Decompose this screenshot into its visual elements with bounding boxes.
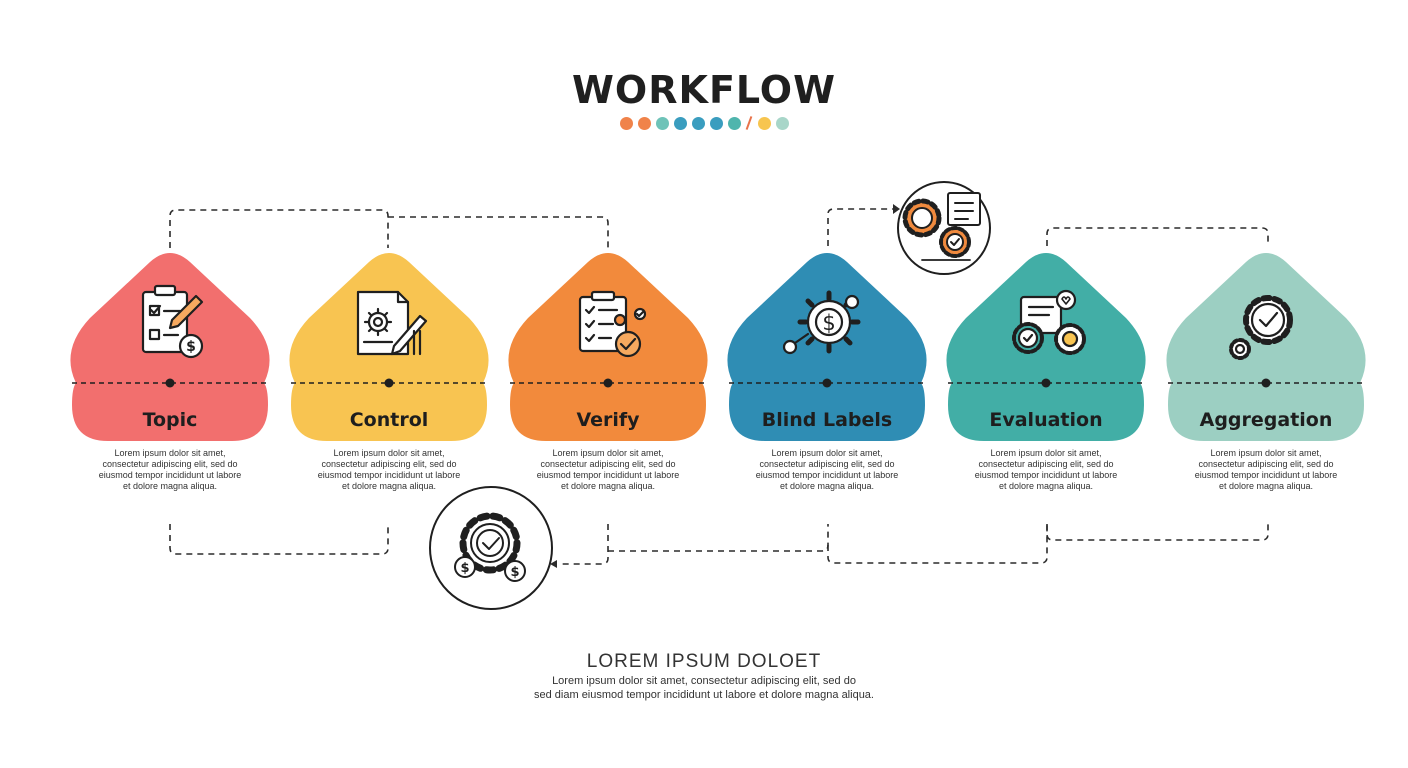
step-label: Evaluation	[989, 409, 1103, 431]
title-dot	[727, 116, 741, 130]
step-divider-dot	[384, 378, 394, 388]
title-dot	[775, 116, 789, 130]
step-label: Aggregation	[1199, 409, 1333, 431]
svg-text:$: $	[460, 561, 469, 576]
connector-verify-to-circle	[562, 524, 609, 565]
step-description-line: Lorem ipsum dolor sit amet,	[990, 448, 1102, 458]
gear-check-icon	[1229, 295, 1293, 360]
step-shape-fill	[946, 253, 1146, 441]
document-gears-heart-icon	[1012, 289, 1086, 355]
step-divider-dot	[1261, 378, 1271, 388]
step-description-line: et dolore magna aliqua.	[998, 481, 1094, 491]
connector-verify-blind-bottom	[608, 524, 829, 552]
step-description-line: et dolore magna aliqua.	[341, 481, 437, 491]
step-divider-dot	[603, 378, 613, 388]
connector-topic-control-top	[169, 209, 389, 248]
step-description: Lorem ipsum dolor sit amet,consectetur a…	[961, 448, 1131, 492]
title-dot	[757, 116, 771, 130]
connector-blind-evaluation-bottom	[827, 524, 1048, 564]
step-description-line: et dolore magna aliqua.	[560, 481, 656, 491]
step-label: Blind Labels	[761, 409, 893, 431]
step-description-line: et dolore magna aliqua.	[122, 481, 218, 491]
svg-text:$: $	[510, 565, 519, 580]
step-description-line: et dolore magna aliqua.	[1218, 481, 1314, 491]
title-accent-dots	[0, 116, 1408, 130]
connector-control-verify-top	[388, 216, 609, 248]
connector-blind-to-circle	[827, 208, 896, 246]
svg-text:$: $	[822, 311, 835, 335]
svg-text:$: $	[186, 339, 196, 355]
gears-document-circle-icon	[897, 181, 991, 275]
title-dot	[637, 116, 651, 130]
step-description-line: eiusmod tempor incididunt ut labore	[1194, 470, 1338, 480]
step-label: Verify	[576, 409, 640, 431]
step-description-line: Lorem ipsum dolor sit amet,	[333, 448, 445, 458]
step-shape-evaluation	[946, 253, 1146, 441]
step-label: Control	[349, 409, 429, 431]
arrow-head-left	[550, 560, 557, 568]
step-shape-fill	[1166, 253, 1366, 441]
step-description-line: consectetur adipiscing elit, sed do	[1198, 459, 1334, 469]
gear-check-dollars-circle-icon: $ $	[429, 486, 553, 610]
step-description-line: Lorem ipsum dolor sit amet,	[114, 448, 226, 458]
step-description-line: eiusmod tempor incididunt ut labore	[974, 470, 1118, 480]
document-gear-pencil-icon	[356, 290, 428, 356]
step-description-line: consectetur adipiscing elit, sed do	[759, 459, 895, 469]
step-label: Topic	[142, 409, 198, 431]
step-divider-dot	[822, 378, 832, 388]
step-description-line: Lorem ipsum dolor sit amet,	[771, 448, 883, 458]
step-description-line: eiusmod tempor incididunt ut labore	[755, 470, 899, 480]
footer-body: Lorem ipsum dolor sit amet, consectetur …	[534, 674, 874, 702]
connector-evaluation-aggregation-bottom	[1046, 524, 1269, 541]
title-dot	[655, 116, 669, 130]
title-dot	[673, 116, 687, 130]
footer-body-line: sed diam eiusmod tempor incididunt ut la…	[534, 689, 874, 701]
step-description-line: consectetur adipiscing elit, sed do	[978, 459, 1114, 469]
step-description-line: eiusmod tempor incididunt ut labore	[98, 470, 242, 480]
title-dot	[619, 116, 633, 130]
title-dot	[709, 116, 723, 130]
step-description: Lorem ipsum dolor sit amet,consectetur a…	[523, 448, 693, 492]
title-dot	[691, 116, 705, 130]
clipboard-pencil-dollar-icon: $	[141, 284, 204, 359]
dollar-gear-icon: $	[782, 290, 861, 355]
step-description-line: eiusmod tempor incididunt ut labore	[536, 470, 680, 480]
step-description-line: Lorem ipsum dolor sit amet,	[552, 448, 664, 458]
footer-heading: LOREM IPSUM DOLOET	[586, 651, 822, 672]
footer-body-line: Lorem ipsum dolor sit amet, consectetur …	[552, 675, 856, 687]
arrow-head-right	[893, 204, 900, 214]
step-shape-aggregation	[1166, 253, 1366, 441]
step-description-line: et dolore magna aliqua.	[779, 481, 875, 491]
step-divider-dot	[165, 378, 175, 388]
step-description-line: Lorem ipsum dolor sit amet,	[1210, 448, 1322, 458]
title-slash	[745, 116, 753, 130]
step-description-line: eiusmod tempor incididunt ut labore	[317, 470, 461, 480]
step-divider-dot	[1041, 378, 1051, 388]
connector-topic-control-bottom	[169, 524, 389, 555]
step-description-line: consectetur adipiscing elit, sed do	[321, 459, 457, 469]
connector-evaluation-aggregation-top	[1046, 227, 1269, 246]
connector-lines	[169, 208, 1269, 565]
step-icons: $	[141, 284, 1293, 360]
step-description: Lorem ipsum dolor sit amet,consectetur a…	[304, 448, 474, 492]
step-description: Lorem ipsum dolor sit amet,consectetur a…	[85, 448, 255, 492]
checklist-verify-icon	[578, 290, 647, 358]
step-description-line: consectetur adipiscing elit, sed do	[102, 459, 238, 469]
step-description: Lorem ipsum dolor sit amet,consectetur a…	[742, 448, 912, 492]
page-title: WORKFLOW	[572, 68, 836, 112]
step-description: Lorem ipsum dolor sit amet,consectetur a…	[1181, 448, 1351, 492]
step-description-line: consectetur adipiscing elit, sed do	[540, 459, 676, 469]
